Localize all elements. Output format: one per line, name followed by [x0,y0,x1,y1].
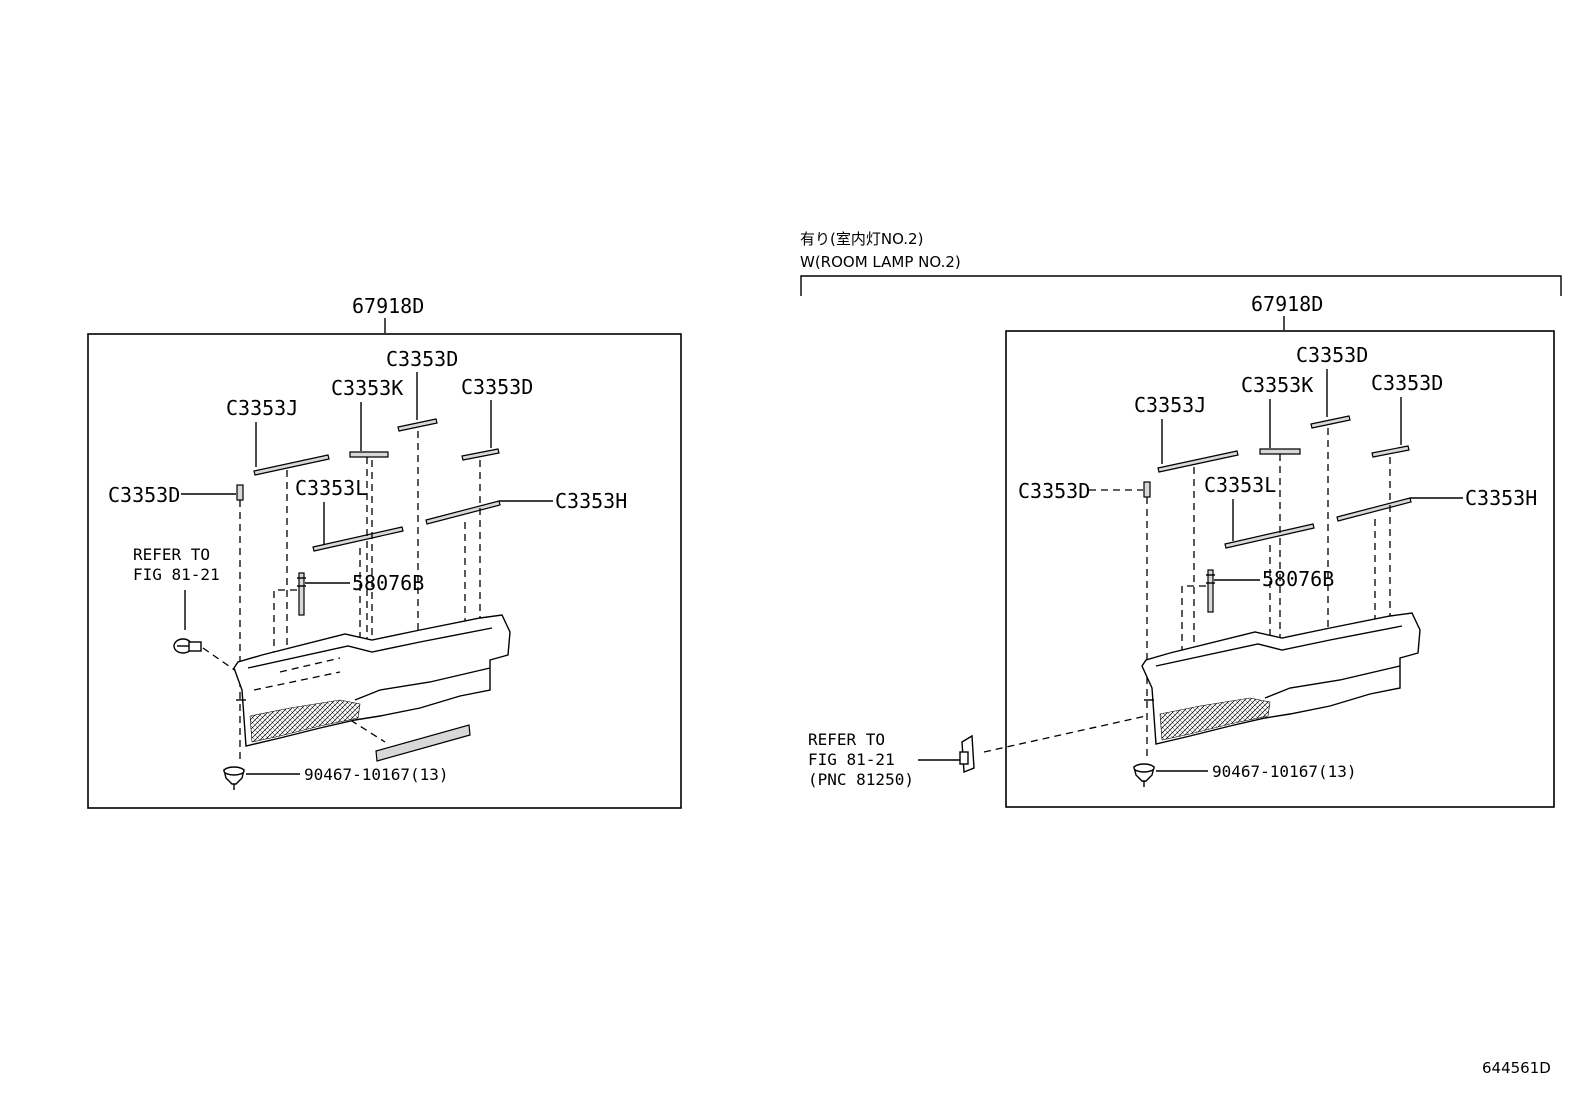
left-assembly-box [87,333,682,809]
push-clip-icon [1133,763,1155,787]
left-refer-line2: FIG 81-21 [133,565,220,584]
left-strip-c3353l [312,526,404,552]
right-part-58076b-icon [1206,569,1215,613]
left-strip-c3353h [425,500,501,525]
left-part-58076b-icon [297,572,306,616]
left-trim-strip [375,724,471,762]
right-panel: 有り(室内灯NO.2) W(ROOM LAMP NO.2) 67918D C33… [800,230,1562,808]
left-scuff-plate [233,614,511,747]
left-label-c3353d-left: C3353D [108,483,180,507]
figure-id: 644561D [1482,1059,1551,1077]
left-piece-c3353d-left [236,484,244,501]
left-panel: 67918D C3353J C3353K C3353D C3353D C3353… [87,294,682,809]
left-label-c3353h: C3353H [555,489,627,513]
right-strip-c3353k [1259,448,1301,455]
right-assembly-label: 67918D [1251,292,1323,316]
left-strip-c3353j [253,454,330,476]
push-clip-icon [223,766,245,790]
right-label-c3353d-right: C3353D [1371,371,1443,395]
right-refer-line2: FIG 81-21 [808,750,895,769]
left-label-c3353j: C3353J [226,396,298,420]
right-label-c3353l: C3353L [1204,473,1276,497]
left-label-c3353d-top: C3353D [386,347,458,371]
condition-jp: 有り(室内灯NO.2) [800,230,923,248]
condition-en: W(ROOM LAMP NO.2) [800,253,961,271]
left-label-58076b: 58076B [352,571,424,595]
right-strip-c3353d-right [1371,445,1410,458]
right-label-c3353d-left: C3353D [1018,479,1090,503]
right-strip-c3353j [1157,450,1239,473]
right-assembly-box [1005,330,1555,808]
left-label-c3353k: C3353K [331,376,403,400]
right-label-c3353j: C3353J [1134,393,1206,417]
right-label-58076b: 58076B [1262,567,1334,591]
condition-bracket [800,275,1562,296]
right-scuff-plate [1141,612,1421,745]
right-refer-line3: (PNC 81250) [808,770,914,789]
right-refer-line1: REFER TO [808,730,885,749]
left-strip-c3353d-right [461,448,500,461]
right-guide-connector [983,715,1147,753]
right-strip-c3353d-top [1310,415,1351,429]
right-piece-c3353d-left [1143,481,1151,498]
right-label-c3353h: C3353H [1465,486,1537,510]
left-refer-line1: REFER TO [133,545,210,564]
right-label-c3353k: C3353K [1241,373,1313,397]
left-label-clip: 90467-10167(13) [304,765,449,784]
left-strip-c3353d-top [397,418,438,432]
left-label-c3353l: C3353L [295,476,367,500]
right-strip-c3353l [1224,523,1315,549]
right-strip-c3353h [1336,497,1412,522]
bolt-icon [173,638,202,654]
right-label-clip: 90467-10167(13) [1212,762,1357,781]
left-assembly-label: 67918D [352,294,424,318]
lamp-connector-icon [959,734,975,774]
left-strip-c3353k [349,451,389,458]
left-label-c3353d-right: C3353D [461,375,533,399]
left-bolt-guide [202,647,237,672]
right-label-c3353d-top: C3353D [1296,343,1368,367]
right-guide-58076b [1158,585,1206,704]
